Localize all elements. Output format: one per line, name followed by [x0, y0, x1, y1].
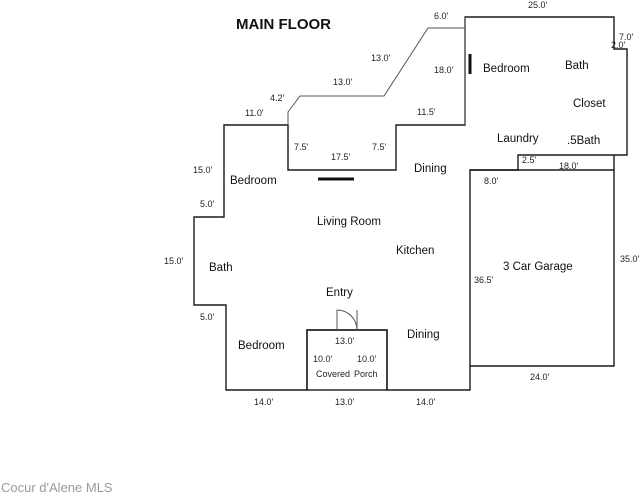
dimension-label: 7.5' — [294, 142, 309, 152]
dimension-label: 5.0' — [200, 312, 215, 322]
room-label-bedroom: Bedroom — [483, 63, 530, 75]
dimension-label: 6.0' — [434, 11, 449, 21]
dimension-label: 5.0' — [200, 199, 215, 209]
room-label-laundry: Laundry — [497, 133, 539, 145]
room-label-kitchen: Kitchen — [396, 245, 434, 257]
dimension-label: 13.0' — [335, 397, 355, 407]
watermark: Cocur d'Alene MLS — [1, 480, 113, 495]
room-label-entry: Entry — [326, 287, 353, 299]
dimension-label: 13.0' — [333, 77, 353, 87]
dimension-label: 17.5' — [331, 152, 351, 162]
room-label-covered: Covered — [316, 369, 350, 379]
room-label-bath: Bath — [565, 60, 589, 72]
room-label-living-room: Living Room — [317, 216, 381, 228]
entry-door-arc — [336, 309, 358, 331]
room-label-dining: Dining — [414, 163, 447, 175]
dimension-label: 7.0' — [619, 32, 634, 42]
dimension-label: 10.0' — [357, 354, 377, 364]
dimension-label: 18.0' — [434, 65, 454, 75]
garage-outline — [470, 155, 615, 367]
dimension-label: 11.0' — [245, 108, 264, 118]
dimension-label: 4.2' — [270, 93, 285, 103]
plan-title: MAIN FLOOR — [236, 16, 331, 33]
dimension-label: 8.0' — [484, 176, 499, 186]
covered-porch — [306, 329, 388, 391]
dimension-label: 14.0' — [254, 397, 274, 407]
dimension-label: 10.0' — [313, 354, 333, 364]
dimension-label: 13.0' — [335, 336, 355, 346]
dimension-label: 24.0' — [530, 372, 550, 382]
dimension-label: 13.0' — [371, 53, 391, 63]
dimension-label: 2.0' — [611, 40, 626, 50]
room-label-dining: Dining — [407, 329, 440, 341]
room-label-closet: Closet — [573, 98, 606, 110]
room-label-bath: Bath — [209, 262, 233, 274]
room-label-half-bath: .5Bath — [567, 135, 600, 147]
room-label-porch: Porch — [354, 369, 378, 379]
dimension-label: 14.0' — [416, 397, 436, 407]
dimension-label: 35.0' — [620, 254, 640, 264]
dimension-label: 15.0' — [164, 256, 184, 266]
dimension-label: 25.0' — [528, 0, 548, 10]
dimension-label: 36.5' — [474, 275, 494, 285]
dimension-label: 2.5' — [522, 155, 537, 165]
dimension-label: 15.0' — [193, 165, 213, 175]
room-label-garage: 3 Car Garage — [503, 261, 573, 273]
room-label-bedroom: Bedroom — [230, 175, 277, 187]
room-label-bedroom: Bedroom — [238, 340, 285, 352]
dimension-label: 7.5' — [372, 142, 387, 152]
dimension-label: 11.5' — [417, 107, 436, 117]
dimension-label: 18.0' — [559, 161, 579, 171]
